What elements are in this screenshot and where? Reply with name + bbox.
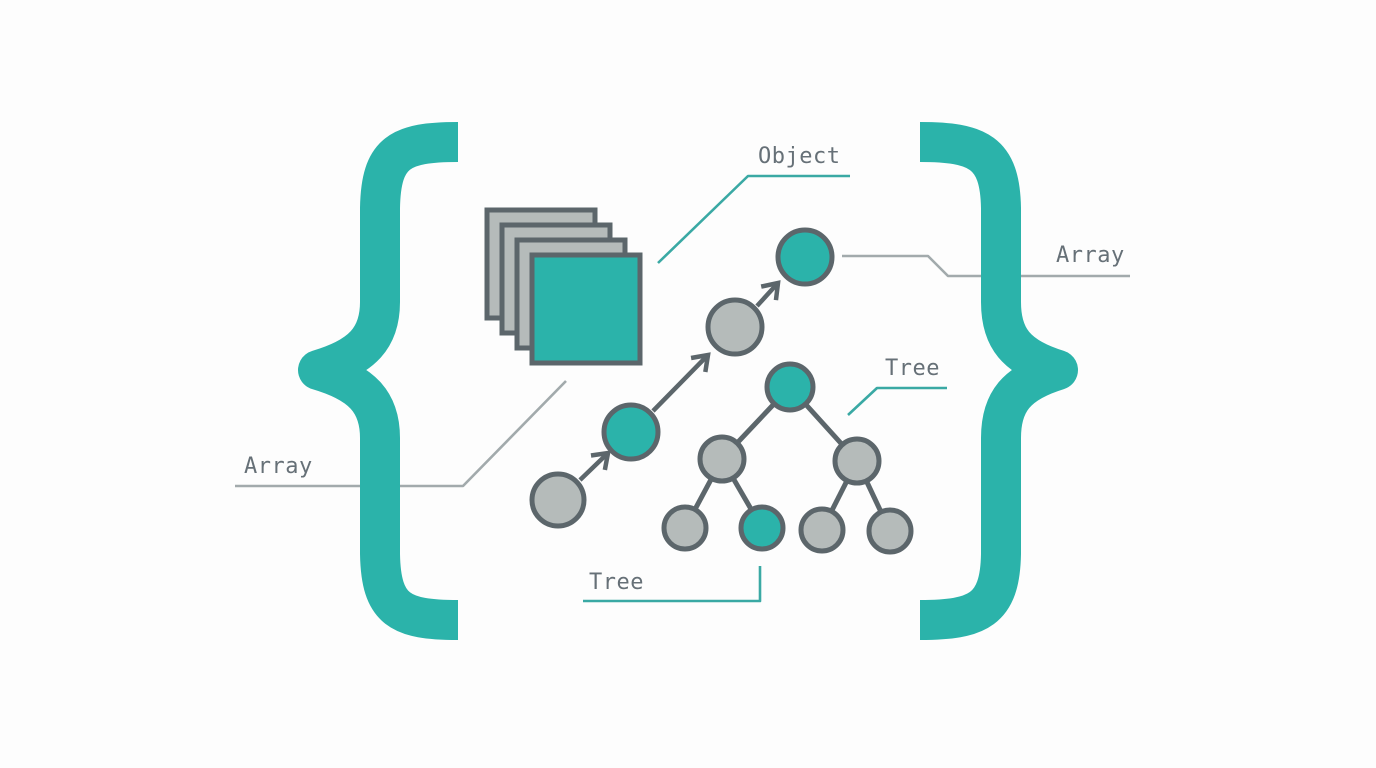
object-leader-line [657,174,850,264]
array-right-leader-line [842,254,1130,278]
tree-root-node [764,361,816,413]
list-node-4 [775,227,835,287]
tree-left-child-node [697,434,747,484]
list-node-1 [529,471,587,529]
list-arrow-2 [651,352,711,413]
object-label: Object [758,144,841,169]
array-left-leader-line [235,380,567,488]
tree-right-child-node [832,436,882,486]
stack-square-teal [529,252,643,366]
tree-leaf-2 [738,504,786,552]
tree-bottom-label: Tree [589,570,644,595]
tree-right-leader-line [847,386,947,416]
tree-leaf-1 [661,504,709,552]
stacked-squares-icon [484,207,643,366]
tree-right-label: Tree [885,356,940,381]
linked-list-icon [529,227,835,529]
tree-icon [661,361,914,555]
list-node-3 [705,297,765,357]
right-brace-icon [919,122,1078,640]
list-arrow-1 [578,450,611,482]
array-right-label: Array [1056,243,1125,268]
list-arrow-3 [755,280,781,308]
tree-leaf-4 [866,507,914,555]
array-left-label: Array [244,454,313,479]
left-brace-icon [298,122,459,640]
tree-leaf-3 [798,506,846,554]
list-node-2 [601,402,661,462]
tree-bottom-leader-line [583,566,762,603]
